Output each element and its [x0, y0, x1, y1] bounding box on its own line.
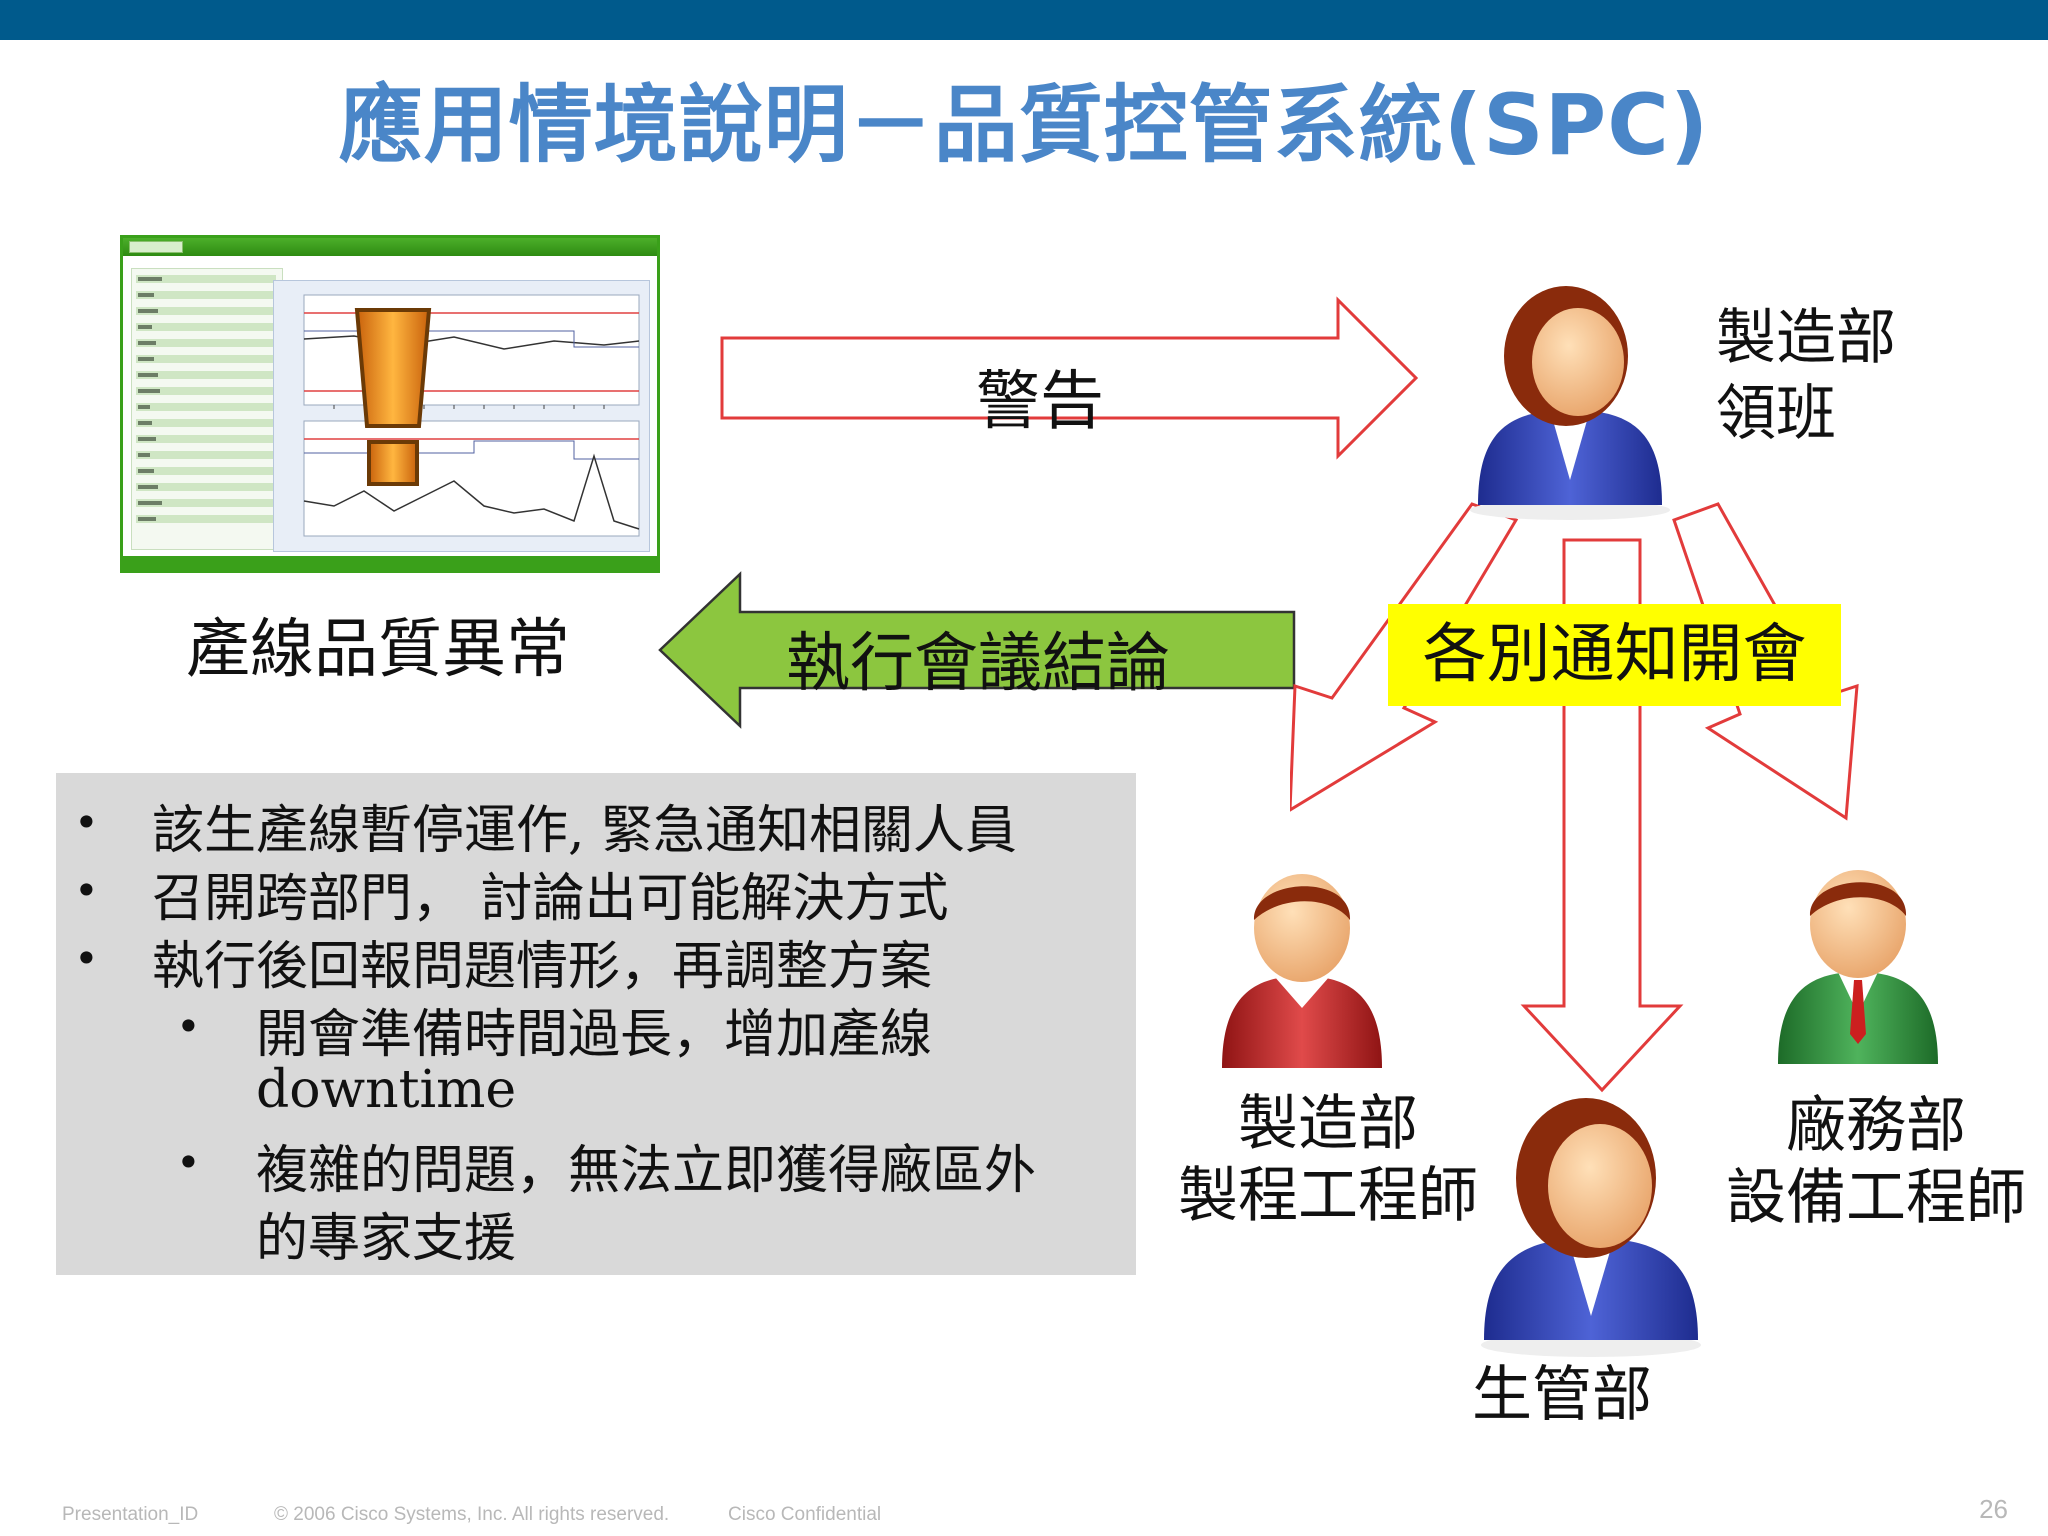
mfg-engineer-label: 製造部製程工程師 — [1178, 1089, 1478, 1231]
spc-parameter-panel — [131, 268, 283, 550]
sub-bullet-item: 複雜的問題，無法立即獲得廠區外 — [256, 1141, 1037, 1201]
bullet-dot: • — [74, 866, 99, 915]
bullet-item: 召開跨部門， 討論出可能解決方式 — [152, 869, 949, 929]
bullet-item: 該生產線暫停運作, 緊急通知相關人員 — [152, 801, 1018, 861]
bullet-dot: • — [74, 798, 99, 847]
sub-bullet-dot: • — [176, 1138, 201, 1187]
page-number: 26 — [1979, 1494, 2008, 1524]
alert-label: 警告 — [976, 365, 1104, 439]
bullet-dot: • — [74, 934, 99, 983]
spc-titlebar — [123, 238, 657, 256]
footer-confidential: Cisco Confidential — [728, 1504, 882, 1525]
notify-meeting-label: 各別通知開會 — [1388, 604, 1841, 706]
execute-arrow — [658, 571, 1296, 729]
sub-bullet-item-continued: 的專家支援 — [256, 1209, 517, 1269]
footer-presentation-id: Presentation_ID — [62, 1504, 199, 1525]
spc-statusbar — [123, 556, 657, 570]
sub-bullet-item-continued: downtime — [256, 1060, 517, 1120]
slide-title: 應用情境說明－品質控管系統(SPC) — [338, 76, 1710, 174]
exclamation-warning-icon — [354, 308, 432, 486]
issue-bullet-box — [56, 773, 1136, 1275]
facility-engineer-label: 廠務部設備工程師 — [1726, 1091, 2026, 1233]
alert-arrow — [720, 296, 1419, 460]
facility-engineer-person-icon — [1778, 870, 1938, 1064]
mfg-engineer-person-icon — [1222, 874, 1382, 1068]
production-control-person-icon — [1481, 1098, 1701, 1357]
leader-person-icon — [1470, 286, 1670, 520]
spc-screenshot — [120, 235, 660, 573]
spc-control-chart — [273, 280, 650, 552]
leader-label: 製造部領班 — [1716, 303, 1896, 449]
sub-bullet-dot: • — [176, 1002, 201, 1051]
bullet-item: 執行後回報問題情形，再調整方案 — [152, 937, 933, 997]
footer-copyright: © 2006 Cisco Systems, Inc. All rights re… — [274, 1504, 670, 1525]
production-control-label: 生管部 — [1472, 1360, 1652, 1430]
sub-bullet-item: 開會準備時間過長，增加產線 — [256, 1005, 933, 1065]
screenshot-caption: 產線品質異常 — [186, 613, 570, 687]
execute-label: 執行會議結論 — [786, 627, 1170, 701]
top-banner — [0, 0, 2048, 40]
